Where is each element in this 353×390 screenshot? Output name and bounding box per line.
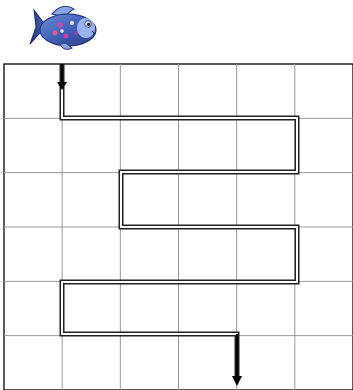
path-inner-line	[62, 64, 297, 378]
rainbow-fish-icon	[30, 6, 96, 49]
start-arrow	[57, 64, 67, 90]
end-arrow	[232, 334, 242, 386]
path-outline	[62, 64, 297, 378]
maze-path	[62, 64, 297, 378]
